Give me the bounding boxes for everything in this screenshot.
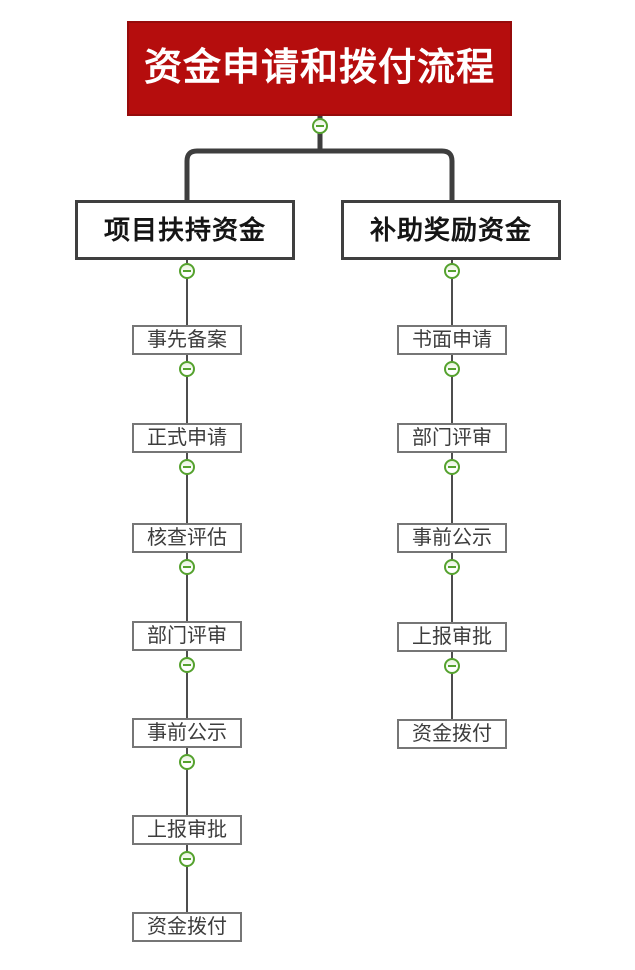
step-node[interactable]: 部门评审: [397, 423, 507, 453]
collapse-toggle[interactable]: [444, 361, 460, 377]
minus-icon: [183, 270, 191, 272]
minus-icon: [448, 270, 456, 272]
root-node[interactable]: 资金申请和拨付流程: [127, 21, 512, 116]
minus-icon: [183, 761, 191, 763]
step-node[interactable]: 书面申请: [397, 325, 507, 355]
collapse-toggle[interactable]: [444, 263, 460, 279]
minus-icon: [316, 125, 324, 127]
step-node[interactable]: 部门评审: [132, 621, 242, 651]
minus-icon: [448, 368, 456, 370]
minus-icon: [448, 566, 456, 568]
collapse-toggle[interactable]: [179, 851, 195, 867]
step-node[interactable]: 资金拨付: [397, 719, 507, 749]
step-node[interactable]: 事前公示: [397, 523, 507, 553]
step-node[interactable]: 资金拨付: [132, 912, 242, 942]
collapse-toggle[interactable]: [312, 118, 328, 134]
step-node[interactable]: 核查评估: [132, 523, 242, 553]
minus-icon: [183, 858, 191, 860]
collapse-toggle[interactable]: [179, 657, 195, 673]
collapse-toggle[interactable]: [179, 754, 195, 770]
step-node[interactable]: 事前公示: [132, 718, 242, 748]
minus-icon: [448, 665, 456, 667]
branch-node-project-support[interactable]: 项目扶持资金: [75, 200, 295, 260]
minus-icon: [183, 466, 191, 468]
step-node[interactable]: 正式申请: [132, 423, 242, 453]
collapse-toggle[interactable]: [444, 459, 460, 475]
step-node[interactable]: 事先备案: [132, 325, 242, 355]
minus-icon: [183, 368, 191, 370]
collapse-toggle[interactable]: [179, 459, 195, 475]
collapse-toggle[interactable]: [179, 263, 195, 279]
collapse-toggle[interactable]: [179, 361, 195, 377]
collapse-toggle[interactable]: [444, 559, 460, 575]
minus-icon: [183, 566, 191, 568]
root-branch-line: [184, 148, 455, 200]
minus-icon: [448, 466, 456, 468]
step-node[interactable]: 上报审批: [397, 622, 507, 652]
step-node[interactable]: 上报审批: [132, 815, 242, 845]
branch-node-subsidy-reward[interactable]: 补助奖励资金: [341, 200, 561, 260]
collapse-toggle[interactable]: [179, 559, 195, 575]
minus-icon: [183, 664, 191, 666]
collapse-toggle[interactable]: [444, 658, 460, 674]
